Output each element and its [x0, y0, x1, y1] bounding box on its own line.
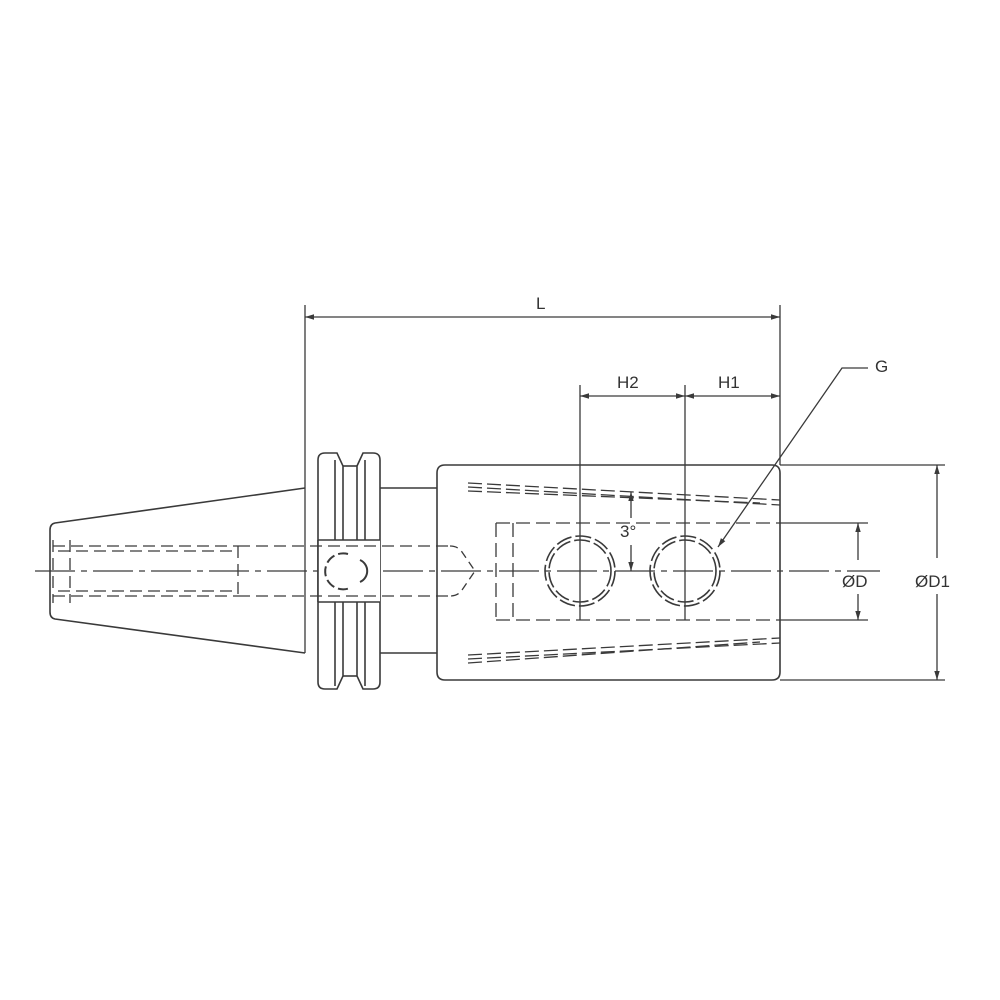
label-OD1: ØD1 — [915, 572, 950, 591]
dim-G-leader — [717, 367, 868, 548]
body-taper-hidden — [467, 482, 781, 664]
label-H2: H2 — [617, 373, 639, 392]
key-slot-circle — [324, 552, 351, 591]
label-OD: ØD — [842, 572, 868, 591]
taper-shank — [49, 487, 306, 654]
body-bore-hidden — [495, 522, 780, 621]
label-3deg: 3° — [620, 522, 637, 541]
label-L: L — [536, 294, 546, 313]
label-H1: H1 — [718, 373, 740, 392]
taper-bore-hidden — [52, 540, 239, 603]
holder-body — [436, 464, 781, 681]
label-G: G — [875, 357, 889, 376]
